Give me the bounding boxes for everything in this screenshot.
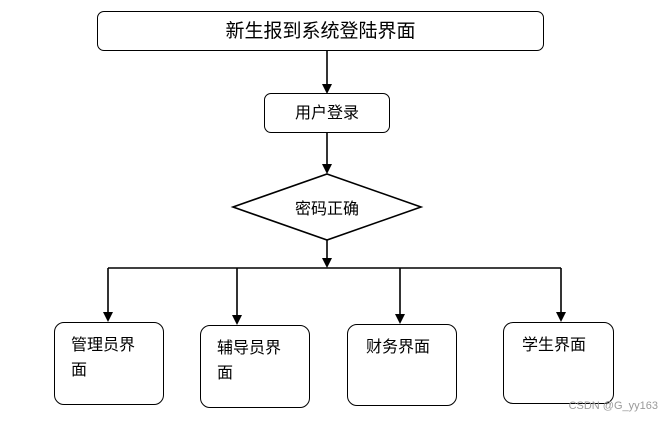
watermark: CSDN @G_yy163 (568, 400, 658, 412)
student-interface-box: 学生界面 (503, 322, 614, 404)
finance-interface-box: 财务界面 (347, 324, 457, 406)
title-box: 新生报到系统登陆界面 (97, 11, 544, 51)
admin-interface-label: 管理员界 面 (71, 335, 136, 379)
counselor-interface-label: 辅导员界 面 (217, 338, 282, 382)
login-box: 用户登录 (264, 93, 390, 133)
student-interface-label: 学生界面 (522, 335, 587, 354)
decision-label: 密码正确 (294, 199, 359, 218)
counselor-interface-box: 辅导员界 面 (200, 325, 310, 408)
finance-interface-label: 财务界面 (366, 337, 431, 356)
login-label: 用户登录 (294, 103, 359, 122)
title-label: 新生报到系统登陆界面 (225, 20, 416, 42)
admin-interface-box: 管理员界 面 (54, 322, 164, 405)
